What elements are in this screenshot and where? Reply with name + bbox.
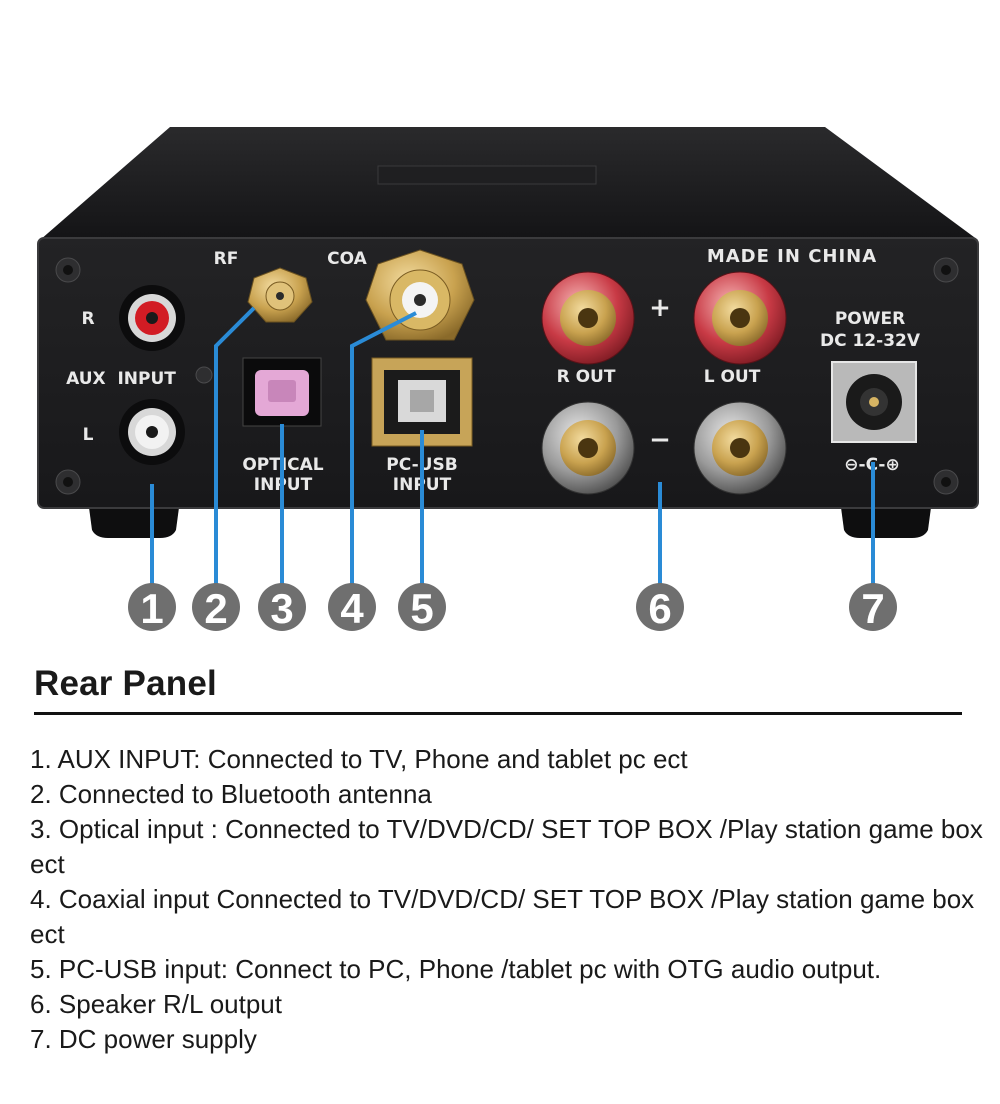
rf-antenna-connector xyxy=(247,267,313,323)
feature-item-1: 1. AUX INPUT: Connected to TV, Phone and… xyxy=(30,744,688,774)
callout-circle-6: 6 xyxy=(636,583,684,632)
top-label-plate xyxy=(377,165,597,185)
callout-number: 2 xyxy=(204,585,227,632)
dc-power-jack xyxy=(831,361,917,443)
coaxial-jack xyxy=(365,249,475,341)
label-coa: COA xyxy=(327,249,367,269)
label-aux-input: AUX INPUT xyxy=(66,369,176,389)
screw-icon xyxy=(933,469,959,495)
callout-circles: 1 2 3 4 5 6 7 xyxy=(128,583,897,632)
callout-number: 7 xyxy=(861,585,884,632)
callout-number: 5 xyxy=(410,585,433,632)
label-r-out: R OUT xyxy=(557,367,616,387)
screw-icon xyxy=(55,469,81,495)
feature-item-2: 2. Connected to Bluetooth antenna xyxy=(30,779,432,809)
callout-line-4 xyxy=(350,311,417,590)
callout-circle-3: 3 xyxy=(258,583,306,632)
binding-post-r-plus xyxy=(541,271,635,365)
label-l-out: L OUT xyxy=(704,367,761,387)
callout-number: 3 xyxy=(270,585,293,632)
feature-list: 1. AUX INPUT: Connected to TV, Phone and… xyxy=(30,742,990,1057)
callout-number: 1 xyxy=(140,585,163,632)
feature-item-3: 3. Optical input : Connected to TV/DVD/C… xyxy=(30,814,983,879)
label-power: POWER xyxy=(835,309,905,329)
callout-lines xyxy=(150,306,875,590)
feature-item-5: 5. PC-USB input: Connect to PC, Phone /t… xyxy=(30,954,882,984)
callout-number: 6 xyxy=(648,585,671,632)
label-made-in-china: MADE IN CHINA xyxy=(707,246,877,267)
screw-icon xyxy=(55,257,81,283)
aux-r-jack xyxy=(119,285,185,351)
callout-circle-4: 4 xyxy=(328,583,376,632)
usb-b-port xyxy=(371,357,473,447)
rear-panel-figure: RF COA MADE IN CHINA R L AUX INPUT OPTIC… xyxy=(37,127,979,632)
callout-number: 4 xyxy=(340,585,364,632)
label-plus: + xyxy=(649,293,671,323)
callout-circle-1: 1 xyxy=(128,583,176,632)
label-power-voltage: DC 12-32V xyxy=(820,331,921,351)
callout-circle-5: 5 xyxy=(398,583,446,632)
callout-circle-2: 2 xyxy=(192,583,240,632)
right-foot xyxy=(840,500,932,538)
binding-post-r-minus xyxy=(541,401,635,495)
section-title: Rear Panel xyxy=(34,664,217,703)
left-foot xyxy=(88,500,180,538)
feature-item-7: 7. DC power supply xyxy=(30,1024,257,1054)
binding-post-l-minus xyxy=(693,401,787,495)
optical-input-port xyxy=(242,357,322,427)
label-rf: RF xyxy=(214,249,239,269)
feature-item-4: 4. Coaxial input Connected to TV/DVD/CD/… xyxy=(30,884,975,949)
title-divider xyxy=(34,712,962,715)
binding-post-l-plus xyxy=(693,271,787,365)
label-l: L xyxy=(83,425,94,445)
screw-icon xyxy=(933,257,959,283)
callout-circle-7: 7 xyxy=(849,583,897,632)
aux-l-jack xyxy=(119,399,185,465)
label-r: R xyxy=(81,309,94,329)
callout-line-2 xyxy=(214,306,256,590)
screw-icon xyxy=(195,366,213,384)
label-minus: − xyxy=(649,425,671,455)
feature-item-6: 6. Speaker R/L output xyxy=(30,989,282,1019)
